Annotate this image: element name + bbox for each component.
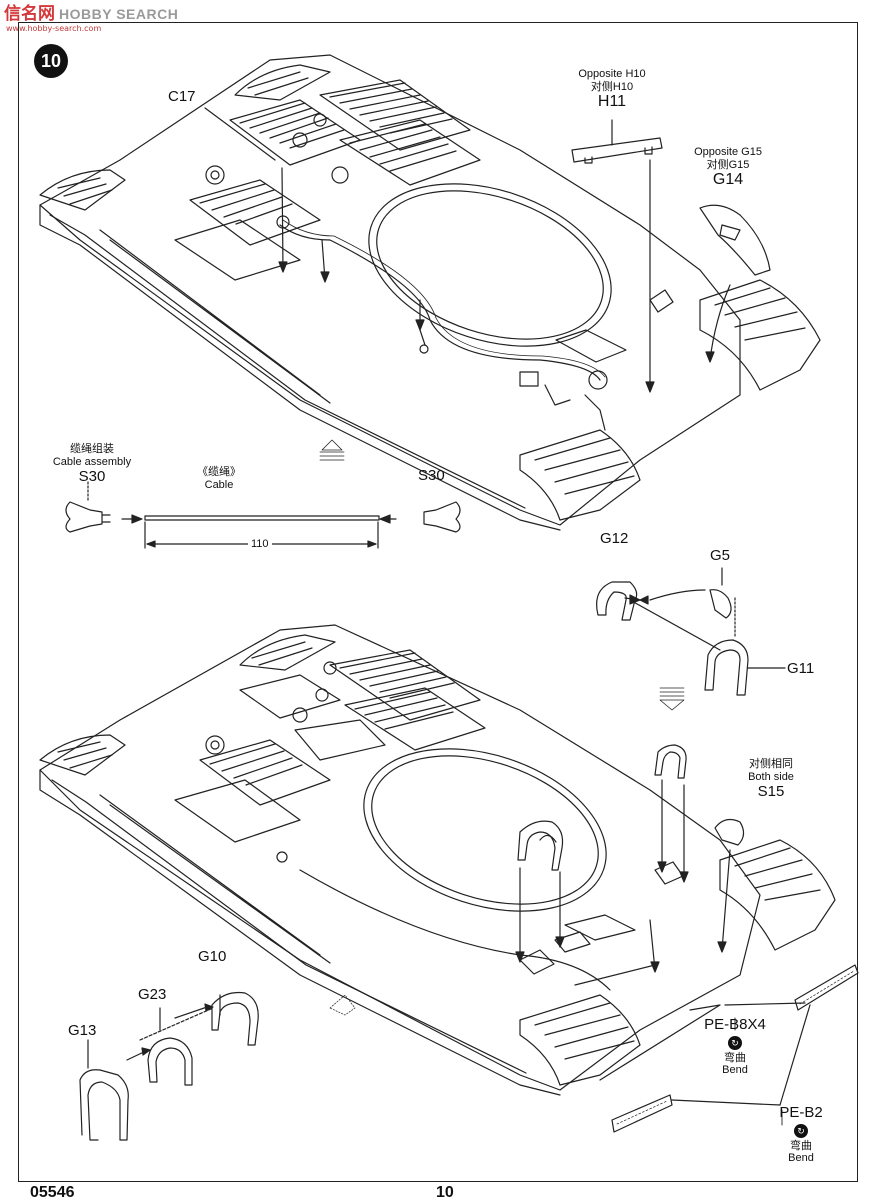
label-g11: G11 (787, 660, 815, 677)
label-g10: G10 (198, 948, 227, 965)
label-h11: H11 (597, 93, 627, 111)
handle-parts-drawing (596, 567, 786, 696)
label-g14-group: Opposite G15 对侧G15 G14 (682, 146, 774, 190)
label-pe-b8-bend: Bend (722, 1064, 748, 1077)
upper-hull-drawing (39, 54, 821, 531)
watermark-url: www.hobby-search.com (6, 24, 102, 33)
watermark-text: HOBBY SEARCH (59, 6, 179, 22)
page-frame (18, 22, 858, 1182)
page-number: 10 (436, 1184, 454, 1201)
orientation-arrow-lower (329, 994, 356, 1016)
step-number-badge: 10 (34, 44, 68, 78)
part-h11-drawing (571, 137, 663, 164)
orientation-arrow-middle (659, 687, 685, 711)
label-pe-b8-group: PE-B8X4 ↻ 弯曲 Bend (695, 1016, 775, 1077)
bend-icon: ↻ (728, 1036, 742, 1051)
label-s30-left: S30 (78, 468, 106, 486)
label-pe-b2-bend-cn: 弯曲 (790, 1139, 812, 1152)
label-h11-group: Opposite H10 对侧H10 H11 (566, 68, 658, 112)
label-g23: G23 (138, 986, 167, 1003)
label-s15-both-cn: 对侧相同 (749, 758, 793, 770)
label-cable: Cable (204, 478, 234, 491)
label-g14-opposite: Opposite G15 (694, 146, 762, 158)
label-pe-b8-bend-cn: 弯曲 (724, 1051, 746, 1064)
label-c17: C17 (168, 88, 196, 105)
label-g14: G14 (712, 171, 744, 189)
product-code: 05546 (30, 1184, 75, 1201)
part-pe-b8-drawing (599, 964, 859, 1081)
label-pe-b2-group: PE-B2 ↻ 弯曲 Bend (764, 1104, 838, 1165)
label-cable-assembly: Cable assembly (52, 455, 132, 468)
label-pe-b2-bend: Bend (788, 1152, 814, 1165)
part-pe-b2-drawing (611, 1004, 811, 1133)
label-s15-group: 对侧相同 Both side S15 (732, 758, 810, 801)
lower-small-parts-drawing (515, 744, 745, 973)
label-g13: G13 (68, 1022, 97, 1039)
label-leaders (734, 1017, 783, 1126)
label-h11-opposite: Opposite H10 (578, 68, 646, 80)
label-s15-both: Both side (748, 770, 794, 783)
label-cable-length: 110 (248, 538, 272, 551)
label-h11-opposite-cn: 对侧H10 (590, 80, 634, 93)
watermark: 信名网 HOBBY SEARCH (4, 4, 178, 28)
label-g12: G12 (600, 530, 629, 547)
rail-parts-drawing (79, 991, 259, 1141)
upper-leader-lines (204, 107, 731, 431)
lower-hull-drawing (39, 624, 836, 1096)
label-pe-b2: PE-B2 (779, 1104, 823, 1121)
bend-icon: ↻ (794, 1124, 808, 1139)
label-g5: G5 (710, 547, 731, 564)
label-s30-right: S30 (418, 467, 445, 484)
label-cable-cn: 《缆绳》 (197, 466, 241, 478)
label-pe-b8: PE-B8X4 (704, 1016, 766, 1033)
label-cable-assembly-group: 缆绳组装 Cable assembly S30 (40, 443, 144, 486)
watermark-logo: 信名网 (4, 4, 55, 24)
label-g14-opposite-cn: 对侧G15 (706, 158, 750, 171)
label-cable-assembly-cn: 缆绳组装 (70, 443, 114, 455)
label-cable-group: 《缆绳》 Cable (188, 466, 250, 491)
orientation-arrow-upper (319, 439, 345, 461)
part-g14-drawing (699, 204, 771, 276)
label-s15: S15 (757, 783, 785, 801)
